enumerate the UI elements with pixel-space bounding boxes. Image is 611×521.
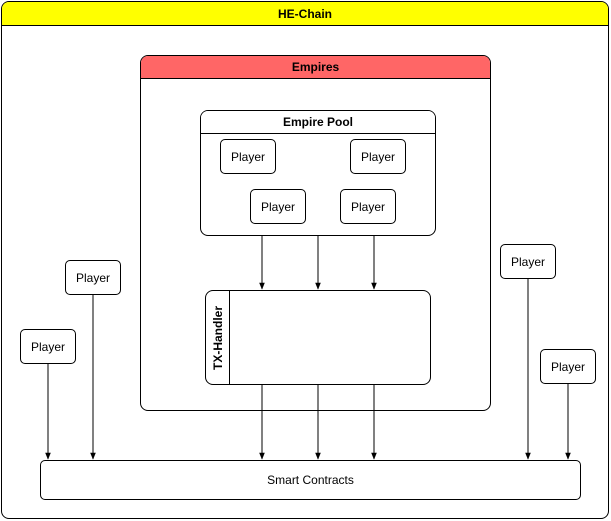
tx-handler-container: TX-Handler xyxy=(205,290,431,385)
pool-player-node: Player xyxy=(250,189,306,224)
pool-player-node: Player xyxy=(350,139,406,174)
empires-title: Empires xyxy=(141,56,490,79)
smart-contracts-node: Smart Contracts xyxy=(40,460,581,500)
empire-pool-container: Empire Pool xyxy=(200,110,436,236)
external-player-node: Player xyxy=(500,244,556,279)
external-player-node: Player xyxy=(65,260,121,295)
external-player-node: Player xyxy=(540,349,596,384)
empire-pool-title: Empire Pool xyxy=(201,111,435,134)
tx-handler-sidebar xyxy=(206,291,230,384)
pool-player-node: Player xyxy=(220,139,276,174)
external-player-node: Player xyxy=(20,329,76,364)
he-chain-title: HE-Chain xyxy=(2,2,608,26)
pool-player-node: Player xyxy=(340,189,396,224)
